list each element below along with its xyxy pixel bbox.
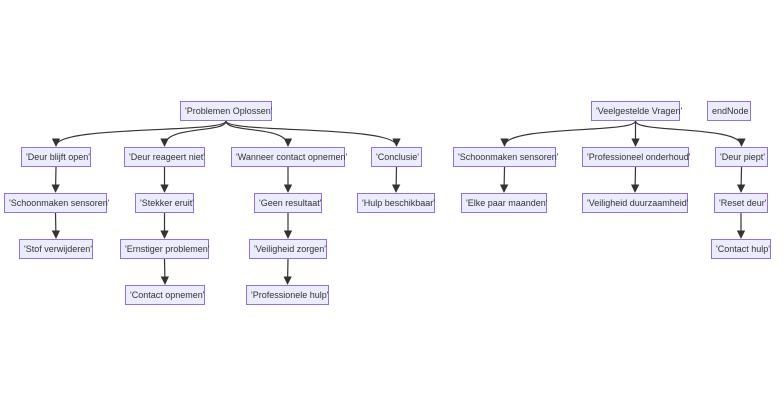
edge-problemen-to-deur_reageert	[160, 120, 227, 147]
node-deur-blijft-open: 'Deur blijft open'	[21, 147, 91, 167]
node-end-node: endNode	[707, 101, 751, 121]
node-stekker-eruit: 'Stekker eruit'	[135, 193, 194, 213]
node-conclusie: 'Conclusie'	[371, 147, 422, 167]
node-schoonmaken-sensoren: 'Schoonmaken sensoren'	[4, 193, 110, 213]
node-schoonmaken-sensoren-faq: 'Schoonmaken sensoren'	[453, 147, 559, 167]
node-veiligheid-duurzaamheid: 'Veiligheid duurzaamheid'	[582, 193, 689, 213]
edge-problemen-to-deur_open	[51, 120, 227, 147]
node-contact-opnemen: 'Contact opnemen'	[125, 285, 205, 305]
node-reset-deur: 'Reset deur'	[714, 193, 768, 213]
node-stof-verwijderen: 'Stof verwijderen'	[19, 239, 93, 259]
edge-veiligheid_zorgen-to-professionele_hulp	[283, 258, 292, 285]
edge-problemen-to-conclusie	[225, 120, 401, 147]
node-veelgestelde-vragen: 'Veelgestelde Vragen'	[591, 101, 682, 121]
edge-schoonmaken2-to-elke_paar	[499, 166, 509, 193]
edge-schoonmaken1-to-stof	[51, 212, 61, 239]
edge-prof_onderhoud-to-veiligheid_duurzaamheid	[630, 166, 640, 193]
node-deur-piept: 'Deur piept'	[715, 147, 768, 167]
node-geen-resultaat: 'Geen resultaat'	[254, 193, 322, 213]
node-elke-paar-maanden: 'Elke paar maanden'	[461, 193, 548, 213]
node-deur-reageert-niet: 'Deur reageert niet'	[124, 147, 205, 167]
node-veiligheid-zorgen: 'Veiligheid zorgen'	[249, 239, 327, 259]
edge-deur_piept-to-reset_deur	[736, 166, 746, 193]
node-wanneer-contact-opnemen: 'Wanneer contact opnemen'	[231, 147, 347, 167]
node-hulp-beschikbaar: 'Hulp beschikbaar'	[357, 193, 435, 213]
edge-deur_open-to-schoonmaken1	[51, 166, 60, 193]
edge-conclusie-to-hulp_beschikbaar	[391, 166, 401, 193]
node-contact-hulp: 'Contact hulp'	[711, 239, 771, 259]
edge-ernstiger-to-contact_opnemen	[160, 258, 170, 285]
edge-problemen-to-wanneer	[225, 120, 293, 147]
edge-veelgestelde-to-schoonmaken2	[500, 120, 637, 147]
node-ernstiger-problemen: 'Ernstiger problemen'	[120, 239, 209, 259]
node-problemen-oplossen: 'Problemen Oplossen'	[180, 101, 272, 121]
node-professioneel-onderhoud: 'Professioneel onderhoud'	[582, 147, 691, 167]
edge-veelgestelde-to-deur_piept	[634, 120, 746, 147]
node-professionele-hulp: 'Professionele hulp'	[246, 285, 329, 305]
